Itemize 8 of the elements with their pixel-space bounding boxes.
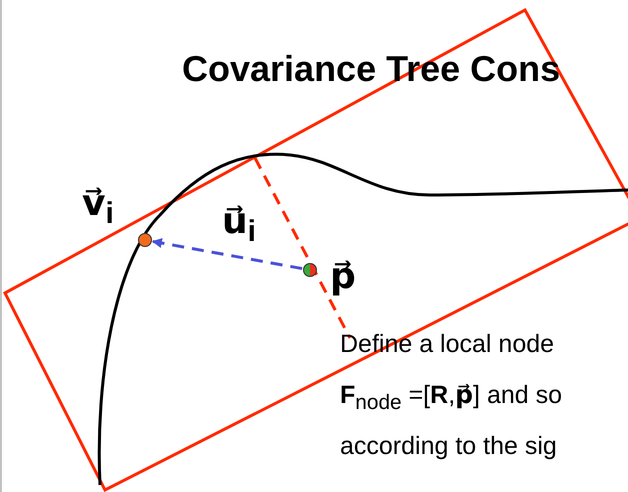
body-text: according to the sig [340, 432, 557, 461]
vector-label: v⃗$_{i}$ [82, 182, 114, 232]
edge-label: u⃗$_{i}$ [222, 200, 256, 250]
arrow [152, 238, 302, 270]
point-marker [138, 233, 152, 247]
body-text: F$_{node}$ =[R,p⃗] and so [340, 380, 562, 415]
vector-label: p⃗ [330, 255, 356, 297]
point-marker [303, 263, 317, 277]
